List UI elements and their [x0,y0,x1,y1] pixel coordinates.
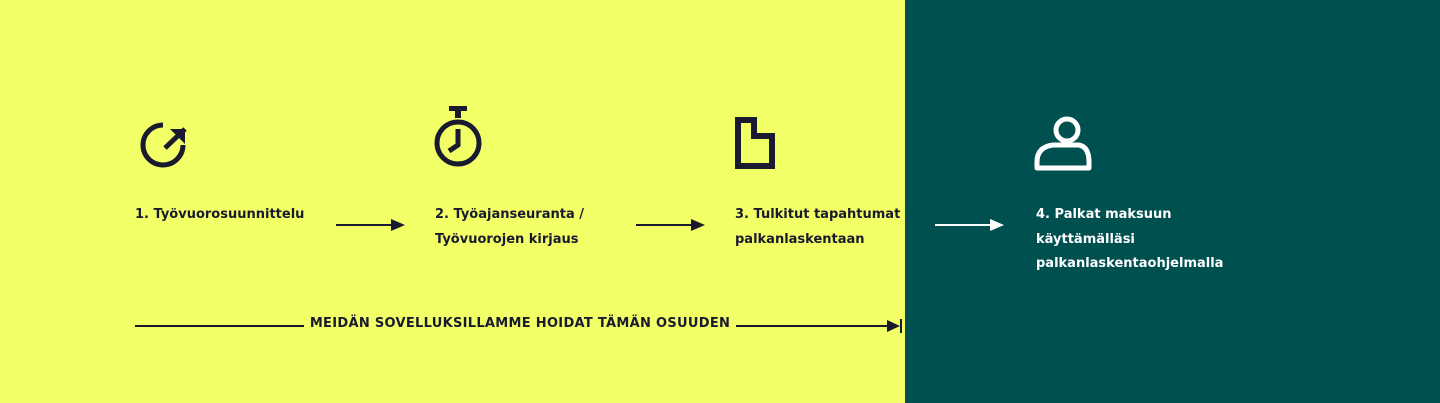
arrow-step-1-to-2 [336,219,405,231]
refresh-icon [140,122,187,168]
step-label-line: 4. Palkat maksuun [1036,207,1172,222]
step-label-2: 2. Työajanseuranta / Työvuorojen kirjaus [435,203,584,252]
document-icon [735,117,775,169]
step-label-line: palkanlaskentaohjelmalla [1036,256,1224,271]
scope-label: MEIDÄN SOVELLUKSILLAMME HOIDAT TÄMÄN OSU… [309,316,731,331]
step-label-line: 2. Työajanseuranta / [435,207,585,222]
stopwatch-icon [434,106,482,167]
step-label-1: 1. Työvuorosuunnittelu [135,203,304,228]
arrow-step-2-to-3 [636,219,705,231]
step-label-line: käyttämälläsi [1036,231,1135,247]
scope-line-start [135,325,304,327]
step-label-line: 3. Tulkitut tapahtumat [735,207,901,222]
step-label-3: 3. Tulkitut tapahtumat palkanlaskentaan [735,203,900,252]
step-label-line: palkanlaskentaan [735,231,865,247]
payroll-software-panel [905,0,1440,403]
scope-line-end [736,319,902,333]
user-icon [1034,116,1092,171]
arrow-step-3-to-4 [935,219,1004,231]
step-label-line: 1. Työvuorosuunnittelu [135,207,305,222]
step-label-line: Työvuorojen kirjaus [435,231,579,247]
apps-scope-panel [0,0,905,403]
step-label-4: 4. Palkat maksuun käyttämälläsi palkanla… [1036,203,1223,277]
